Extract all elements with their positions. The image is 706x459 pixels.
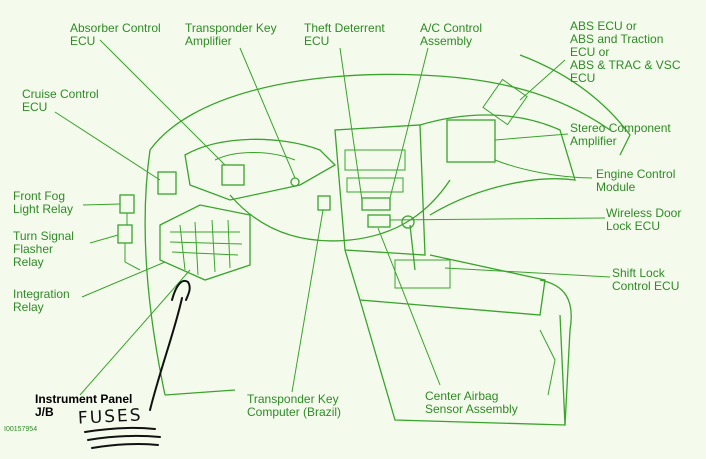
label-cruise-control-ecu: Cruise Control ECU xyxy=(22,87,99,114)
label-instrument-panel-jb: Instrument Panel J/B xyxy=(35,392,133,419)
shift-gate xyxy=(394,259,451,289)
dash-lower-curve xyxy=(229,179,451,242)
dash-left-edge xyxy=(144,149,166,396)
console-side xyxy=(359,299,566,426)
leader-airbag xyxy=(377,227,441,386)
center-console-face xyxy=(334,124,426,256)
leader-wireless xyxy=(389,217,606,221)
cruise-ecu-box xyxy=(157,171,177,195)
fog-relay xyxy=(119,194,135,214)
leader-transponder-amp xyxy=(239,47,296,179)
label-stereo-component-amplifier: Stereo Component Amplifier xyxy=(570,121,671,148)
label-shift-lock-control-ecu: Shift Lock Control ECU xyxy=(612,266,680,293)
label-engine-control-module: Engine Control Module xyxy=(596,167,676,194)
theft-ecu-box xyxy=(361,197,391,211)
abs-ecu-box xyxy=(482,78,528,126)
label-absorber-control-ecu: Absorber Control ECU xyxy=(70,21,161,48)
airbag-sensor-box xyxy=(367,214,391,228)
passenger-dash xyxy=(419,114,576,216)
leader-turn xyxy=(89,234,119,244)
label-abs-ecu: ABS ECU or ABS and Traction ECU or ABS &… xyxy=(570,19,681,85)
audio-unit-slot xyxy=(344,149,406,171)
label-wireless-door-lock-ecu: Wireless Door Lock ECU xyxy=(606,206,682,233)
label-turn-signal-flasher-relay: Turn Signal Flasher Relay xyxy=(13,229,74,269)
leader-engine xyxy=(494,159,593,179)
cluster-inner-arc xyxy=(214,152,296,161)
relay-wires xyxy=(124,213,141,271)
leader-instrument-jb xyxy=(79,269,191,396)
dash-top-curve xyxy=(149,73,611,151)
jb-wiring xyxy=(169,219,243,276)
ac-panel-slot xyxy=(346,177,404,193)
leader-abs xyxy=(519,59,566,101)
label-ac-control-assembly: A/C Control Assembly xyxy=(420,21,483,48)
shift-lever xyxy=(409,224,416,271)
armrest xyxy=(539,279,572,426)
label-integration-relay: Integration Relay xyxy=(13,287,70,314)
console-pocket xyxy=(539,329,556,396)
leader-shift xyxy=(444,267,611,278)
transponder-computer-box xyxy=(317,195,331,211)
handwritten-fuses-note: FUSES xyxy=(77,405,144,429)
absorber-ecu-box xyxy=(221,164,245,186)
label-transponder-key-computer: Transponder Key Computer (Brazil) xyxy=(247,392,342,419)
leader-theft xyxy=(339,47,363,201)
instrument-cluster-hood xyxy=(184,138,337,201)
dash-bottom-left xyxy=(164,389,236,396)
leader-transponder-comp xyxy=(291,209,324,393)
leader-stereo xyxy=(494,133,569,141)
label-front-fog-light-relay: Front Fog Light Relay xyxy=(13,189,74,216)
leader-integration xyxy=(81,261,166,298)
ink-underline xyxy=(84,427,161,449)
leader-ac xyxy=(389,47,429,199)
figure-code: I00157954 xyxy=(4,426,38,433)
turn-flasher-relay xyxy=(117,224,133,244)
instrument-panel-jb xyxy=(159,204,251,281)
ink-hook xyxy=(171,280,191,301)
leader-cruise xyxy=(54,111,161,181)
label-theft-deterrent-ecu: Theft Deterrent ECU xyxy=(304,21,385,48)
windshield-edge xyxy=(519,54,631,156)
label-center-airbag-sensor: Center Airbag Sensor Assembly xyxy=(425,389,518,416)
stereo-amplifier-box xyxy=(446,119,496,163)
transponder-amp-unit xyxy=(290,177,300,187)
ink-arrow-line xyxy=(149,297,183,411)
shift-knob xyxy=(401,215,415,229)
label-transponder-key-amplifier: Transponder Key Amplifier xyxy=(185,21,277,48)
leader-fog xyxy=(82,203,121,206)
leader-absorber xyxy=(99,39,226,166)
